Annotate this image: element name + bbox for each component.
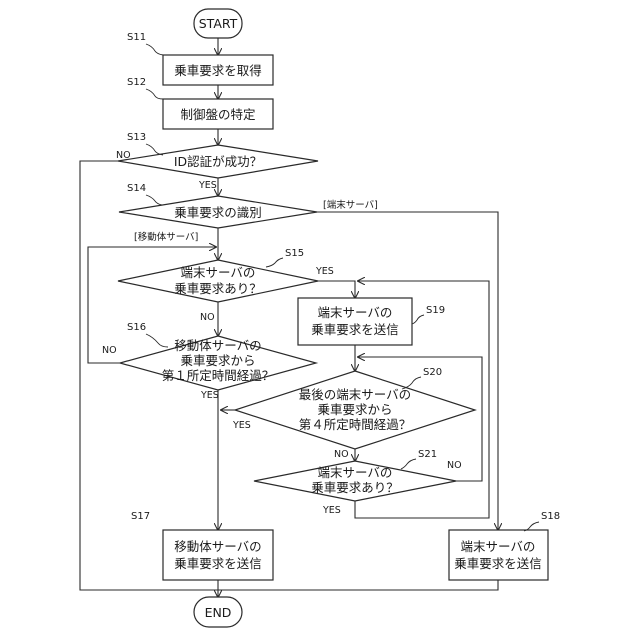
s20-label-line3: 第４所定時間経過？ [299,417,412,432]
branch-s13-yes: YES [198,180,217,191]
edge-s18-end [218,580,498,590]
leader-s13 [146,144,163,155]
s17-label-line2: 乗車要求を送信 [174,556,262,571]
s18-label-line2: 乗車要求を送信 [454,556,542,571]
s20-label-line1: 最後の端末サーバの [299,387,411,402]
s18-label-line1: 端末サーバの [461,539,536,554]
branch-s16-no: NO [102,345,117,356]
end-terminal: END [194,597,242,627]
step-s13: S13 [127,132,146,143]
branch-s15-no: NO [200,312,215,323]
s15-label-line1: 端末サーバの [181,265,256,280]
step-s14: S14 [127,183,146,194]
s13-label: ID認証が成功？ [174,154,262,169]
s12-label: 制御盤の特定 [180,107,255,122]
process-s19: 端末サーバの 乗車要求を送信 [298,298,412,345]
process-s17: 移動体サーバの 乗車要求を送信 [163,530,273,580]
step-s12: S12 [127,77,146,88]
step-s18: S18 [541,511,560,522]
leader-s11 [146,44,163,55]
s11-label: 乗車要求を取得 [174,63,262,78]
leader-s21 [401,459,416,469]
start-label: START [199,16,238,31]
s21-label-line1: 端末サーバの [318,465,393,480]
branch-s14-terminal: [端末サーバ] [323,199,378,211]
s16-label-line3: 第１所定時間経過？ [162,368,275,383]
process-s11: 乗車要求を取得 [163,55,273,85]
s17-label-line1: 移動体サーバの [174,539,261,554]
s19-label-line2: 乗車要求を送信 [311,322,399,337]
step-s16: S16 [127,322,146,333]
branch-s20-no: NO [334,449,349,460]
decision-s16: 移動体サーバの 乗車要求から 第１所定時間経過？ [120,336,316,390]
branch-s20-yes: YES [232,420,251,431]
s14-label: 乗車要求の識別 [174,205,262,220]
step-s19: S19 [426,305,445,316]
decision-s21: 端末サーバの 乗車要求あり？ [254,461,456,501]
s16-label-line2: 乗車要求から [180,353,255,368]
branch-s21-yes: YES [322,505,341,516]
decision-s14: 乗車要求の識別 [119,196,317,228]
start-terminal: START [194,9,242,38]
process-s12: 制御盤の特定 [163,99,273,129]
decision-s13: ID認証が成功？ [118,145,318,178]
branch-s14-mobile: [移動体サーバ] [134,231,198,243]
s16-label-line1: 移動体サーバの [174,338,261,353]
leader-s14 [146,195,162,205]
process-s18: 端末サーバの 乗車要求を送信 [449,530,548,580]
step-s20: S20 [423,367,442,378]
leader-s19 [412,315,424,324]
branch-s15-yes: YES [315,266,334,277]
step-s17: S17 [131,511,150,522]
step-s11: S11 [127,32,146,43]
leader-s15 [266,258,283,267]
s19-label-line1: 端末サーバの [318,305,393,320]
step-s15: S15 [285,248,304,259]
decision-s15: 端末サーバの 乗車要求あり？ [118,260,318,302]
branch-s21-no: NO [447,460,462,471]
end-label: END [205,605,232,620]
branch-s16-yes: YES [200,390,219,401]
step-s21: S21 [418,449,437,460]
leader-s16 [146,334,168,347]
s15-label-line2: 乗車要求あり？ [174,281,262,296]
branch-s13-no: NO [116,150,131,161]
s20-label-line2: 乗車要求から [317,402,392,417]
edge-s15-yes-s19 [318,281,355,298]
s21-label-line2: 乗車要求あり？ [311,480,399,495]
leader-s12 [146,89,163,99]
